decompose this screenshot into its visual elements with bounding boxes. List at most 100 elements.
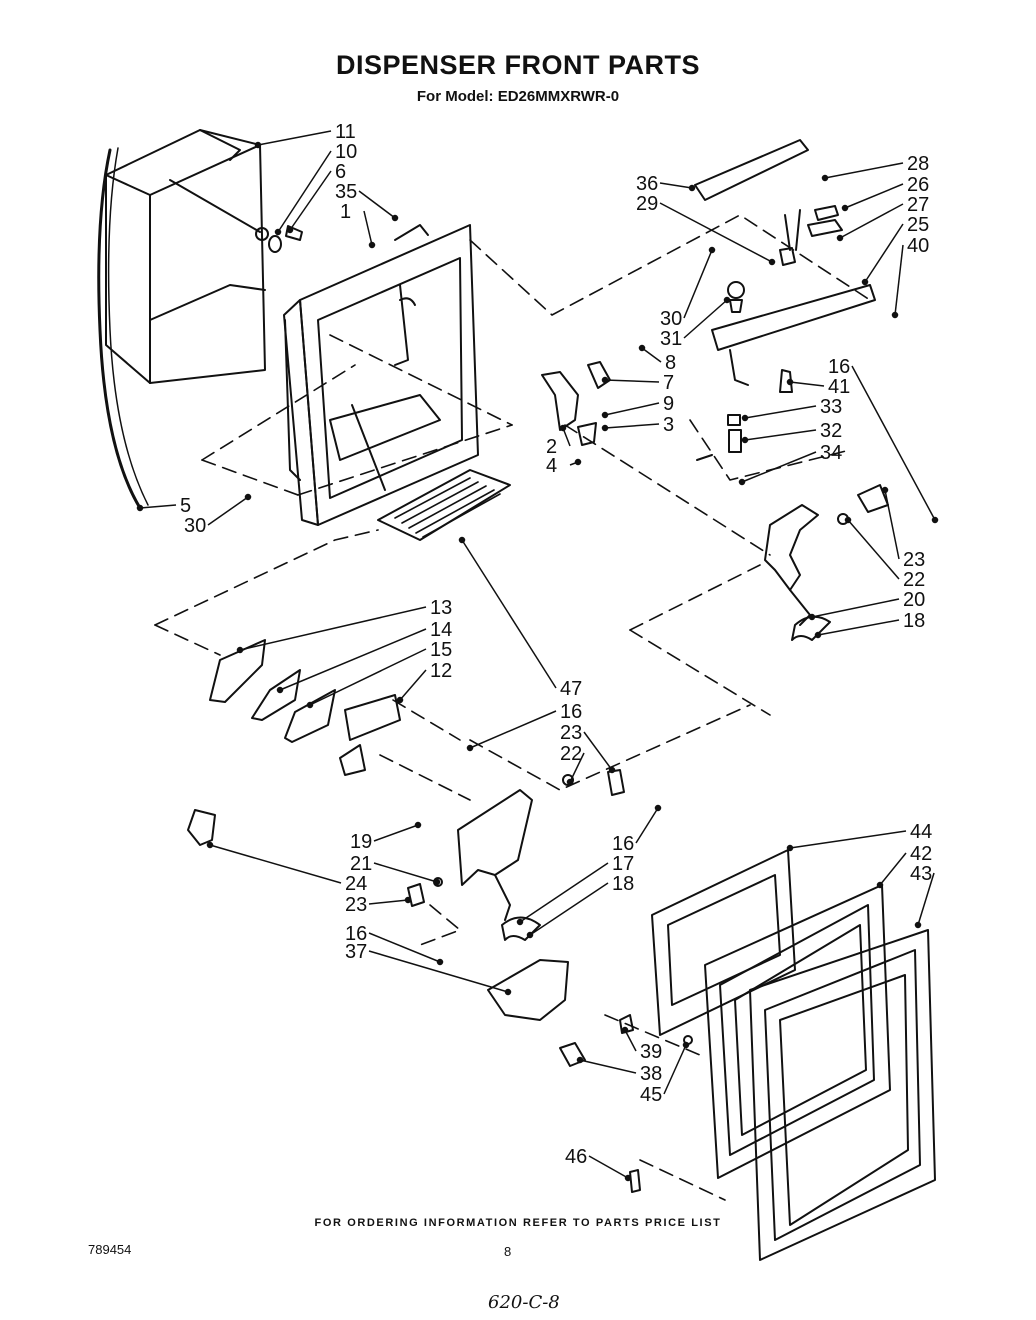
leader-arrowhead <box>601 376 609 384</box>
leader-arrowhead <box>436 958 444 966</box>
door-frame-parts <box>651 849 936 1261</box>
leader-line <box>789 381 825 387</box>
dispenser-frame-part <box>283 224 479 526</box>
callout-7: 7 <box>663 372 674 394</box>
leader-line <box>569 752 585 783</box>
leader-arrowhead <box>836 234 844 242</box>
callout-1: 1 <box>340 201 351 223</box>
leader-arrowhead <box>559 424 567 432</box>
callout-29: 29 <box>636 193 658 215</box>
callout-16: 16 <box>828 356 850 378</box>
callout-34: 34 <box>820 442 842 464</box>
leader-arrowhead <box>876 881 884 889</box>
callout-32: 32 <box>820 420 842 442</box>
leader-line <box>789 830 907 849</box>
leader-line <box>279 628 427 691</box>
ordering-info-footer: FOR ORDERING INFORMATION REFER TO PARTS … <box>314 1217 722 1229</box>
callout-9: 9 <box>663 393 674 415</box>
leader-arrowhead <box>891 311 899 319</box>
leader-line <box>864 223 904 283</box>
leader-line <box>624 1029 637 1052</box>
callout-3: 3 <box>663 414 674 436</box>
leader-line <box>363 210 373 246</box>
leader-line <box>604 402 660 416</box>
leader-arrowhead <box>931 516 939 524</box>
leader-arrowhead <box>368 241 376 249</box>
callout-27: 27 <box>907 194 929 216</box>
leader-arrowhead <box>861 278 869 286</box>
leader-line <box>879 852 907 886</box>
leader-line <box>641 347 662 363</box>
leader-arrowhead <box>526 931 534 939</box>
document-number: 789454 <box>88 1242 132 1257</box>
housing-part <box>97 129 303 510</box>
callout-46: 46 <box>565 1146 587 1168</box>
callout-23: 23 <box>903 549 925 571</box>
leader-line <box>373 862 438 883</box>
leader-line <box>579 1059 637 1074</box>
callout-10: 10 <box>335 141 357 163</box>
leader-line <box>309 648 427 706</box>
leader-arrowhead <box>404 896 412 904</box>
leader-arrowhead <box>601 411 609 419</box>
leader-line <box>844 183 904 209</box>
leader-line <box>663 1044 687 1095</box>
callout-33: 33 <box>820 396 842 418</box>
leader-line <box>373 824 419 842</box>
callout-8: 8 <box>665 352 676 374</box>
leader-arrowhead <box>504 988 512 996</box>
leader-arrowhead <box>841 204 849 212</box>
leader-arrowhead <box>814 631 822 639</box>
leader-line <box>851 365 936 521</box>
leader-arrowhead <box>654 804 662 812</box>
leader-arrowhead <box>808 613 816 621</box>
callout-21: 21 <box>350 853 372 875</box>
callout-24: 24 <box>345 873 367 895</box>
callout-23: 23 <box>560 722 582 744</box>
leader-arrowhead <box>516 918 524 926</box>
leader-line <box>884 489 900 560</box>
callout-36: 36 <box>636 173 658 195</box>
callout-43: 43 <box>910 863 932 885</box>
leader-line <box>368 932 441 963</box>
leader-line <box>741 451 817 483</box>
leader-arrowhead <box>768 258 776 266</box>
leader-arrowhead <box>688 184 696 192</box>
callout-42: 42 <box>910 843 932 865</box>
water-lever-part <box>457 789 533 886</box>
top-trim-part <box>694 139 809 201</box>
leader-arrowhead <box>566 778 574 786</box>
leader-arrowhead <box>708 246 716 254</box>
leader-line <box>289 170 332 231</box>
callout-6: 6 <box>335 161 346 183</box>
diagram-title: DISPENSER FRONT PARTS <box>335 50 701 80</box>
page-number: 8 <box>504 1244 512 1259</box>
leader-line <box>817 619 900 636</box>
leader-arrowhead <box>306 701 314 709</box>
leader-line <box>209 844 342 884</box>
actuator-pad-part <box>209 639 266 703</box>
leader-arrowhead <box>574 458 582 466</box>
leader-arrowhead <box>206 841 214 849</box>
callout-26: 26 <box>907 174 929 196</box>
leader-arrowhead <box>881 486 889 494</box>
leader-line <box>744 405 817 419</box>
switch-bracket-part <box>711 284 876 351</box>
leader-arrowhead <box>682 1041 690 1049</box>
leader-arrowhead <box>723 296 731 304</box>
leader-arrowhead <box>601 424 609 432</box>
leader-line <box>683 299 728 339</box>
callout-12: 12 <box>430 660 452 682</box>
leader-arrowhead <box>136 504 144 512</box>
actuator-cup-part <box>487 959 569 1021</box>
callout-37: 37 <box>345 941 367 963</box>
leader-arrowhead <box>624 1174 632 1182</box>
leader-line <box>811 598 900 618</box>
leader-arrowhead <box>414 821 422 829</box>
leader-arrowhead <box>391 214 399 222</box>
handwritten-note: 620-C-8 <box>488 1292 560 1313</box>
leader-arrowhead <box>254 141 262 149</box>
leader-arrowhead <box>458 536 466 544</box>
leader-arrowhead <box>738 478 746 486</box>
callout-11: 11 <box>335 121 356 143</box>
